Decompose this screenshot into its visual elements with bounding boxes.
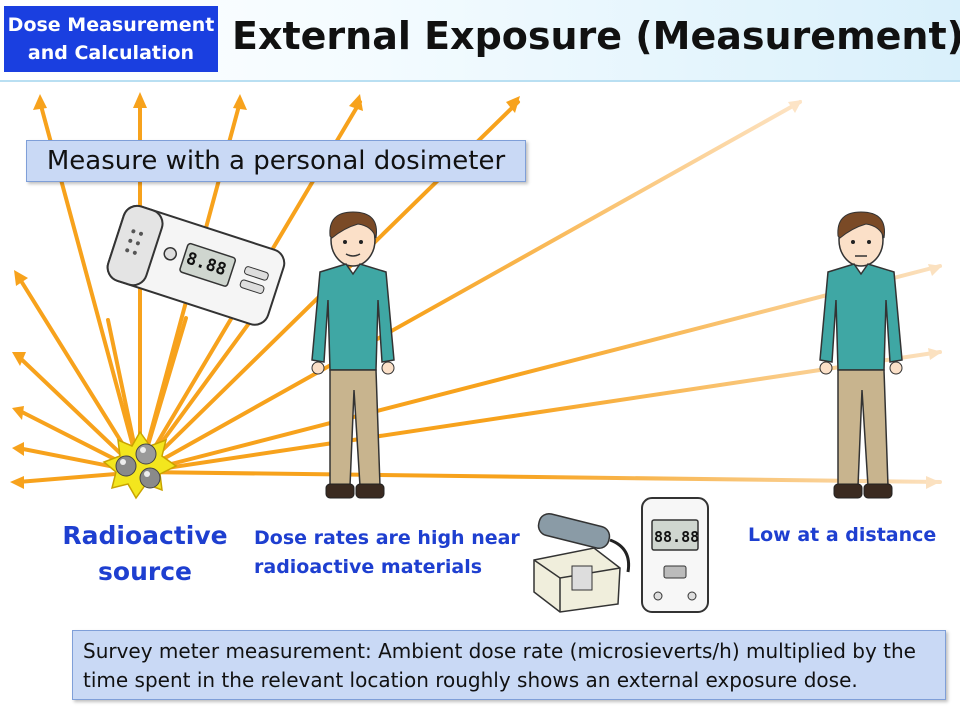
personal-dosimeter-icon [106, 204, 286, 326]
dosimeter-callout: Measure with a personal dosimeter [26, 140, 526, 182]
ray-arrowheads [10, 92, 942, 489]
page-title: External Exposure (Measurement) [232, 14, 960, 58]
radioactive-source-label: Radioactive source [60, 518, 230, 590]
survey-meter-probe-icon [533, 512, 631, 613]
survey-meter-note: Survey meter measurement: Ambient dose r… [72, 630, 946, 700]
near-label-line2: radioactive materials [254, 556, 483, 578]
section-badge-line2: and Calculation [27, 42, 195, 64]
exposure-diagram: 8.88 [10, 92, 942, 613]
header-bar: Dose Measurement and Calculation Externa… [0, 0, 960, 82]
radioactive-source-icon [102, 430, 178, 500]
near-label-line1: Dose rates are high near [254, 527, 520, 549]
far-dose-label: Low at a distance [748, 524, 937, 546]
near-dose-label: Dose rates are high near radioactive mat… [254, 524, 520, 582]
source-label-line1: Radioactive [62, 521, 228, 550]
survey-meter-handheld-icon [641, 497, 709, 613]
survey-meter-display: 88.88 [654, 528, 699, 546]
person-far-icon [819, 211, 903, 499]
section-badge: Dose Measurement and Calculation [4, 6, 218, 72]
source-label-line2: source [98, 557, 192, 586]
person-near-icon [311, 211, 395, 499]
section-badge-line1: Dose Measurement [7, 14, 215, 36]
